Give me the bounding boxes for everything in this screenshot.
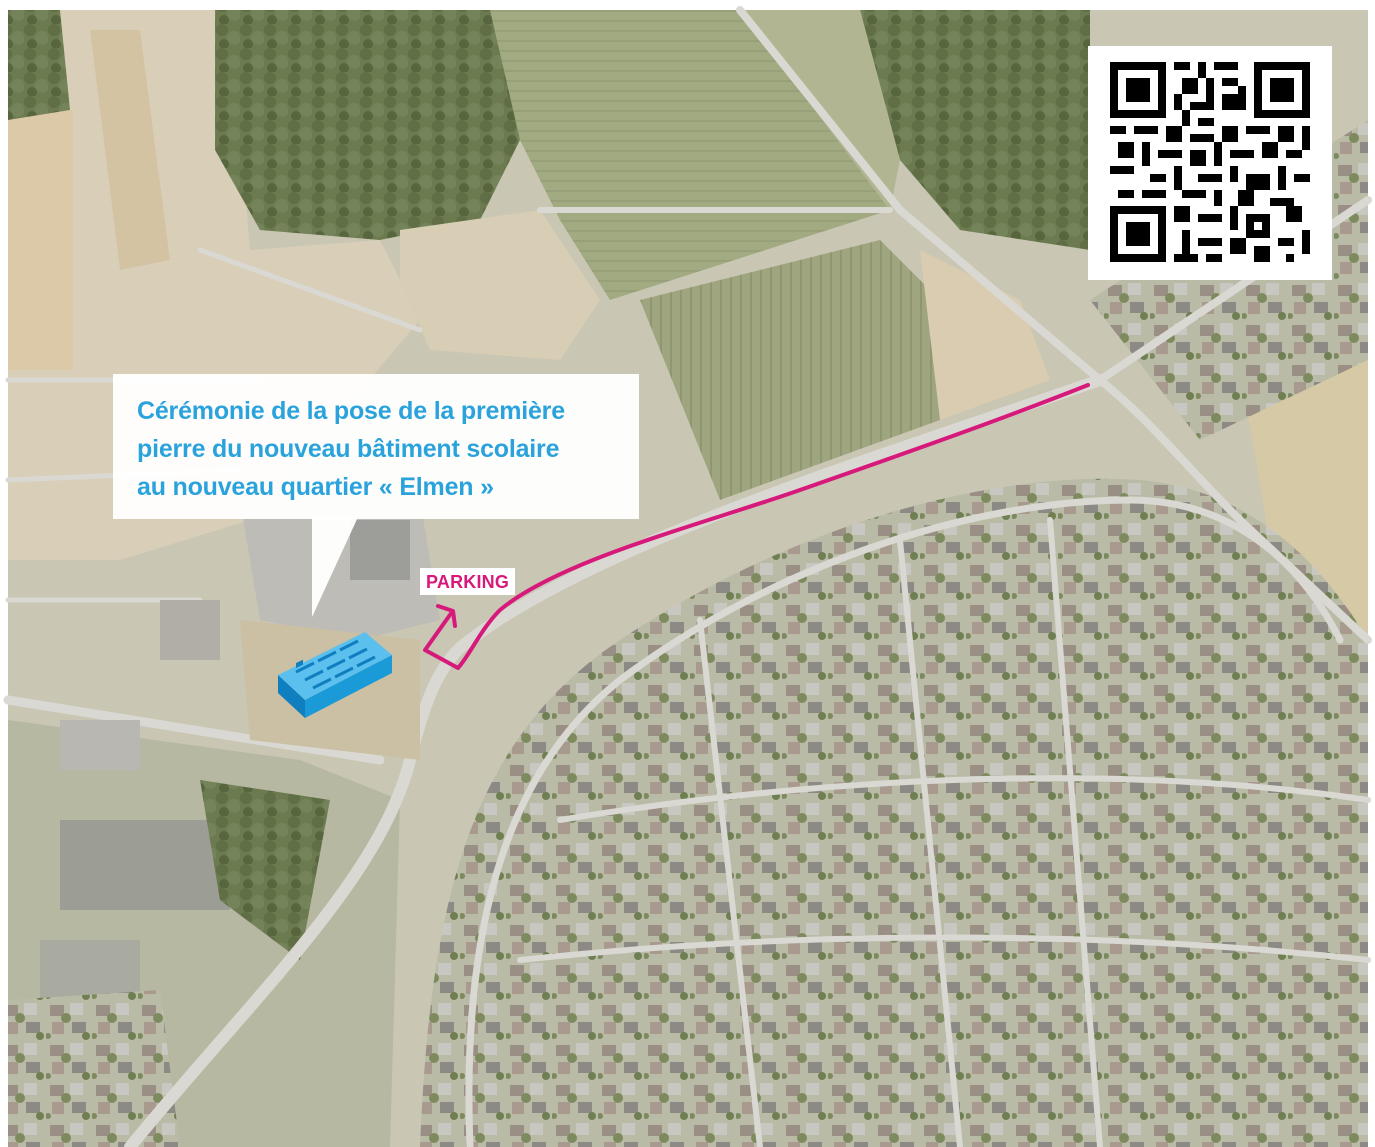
callout-line-2: pierre du nouveau bâtiment scolaire (137, 435, 560, 463)
parking-arrow-icon (436, 604, 457, 628)
qr-code-panel[interactable] (1088, 46, 1332, 280)
callout-line-1: Cérémonie de la pose de la première (137, 397, 565, 425)
school-building-icon (278, 632, 392, 718)
route-line (423, 383, 1090, 670)
qr-code-icon (1110, 62, 1310, 262)
parking-label: PARKING (420, 568, 516, 595)
event-callout: Cérémonie de la pose de la première pier… (113, 374, 639, 519)
callout-line-3: au nouveau quartier « Elmen » (137, 473, 494, 501)
callout-pointer (312, 517, 358, 617)
